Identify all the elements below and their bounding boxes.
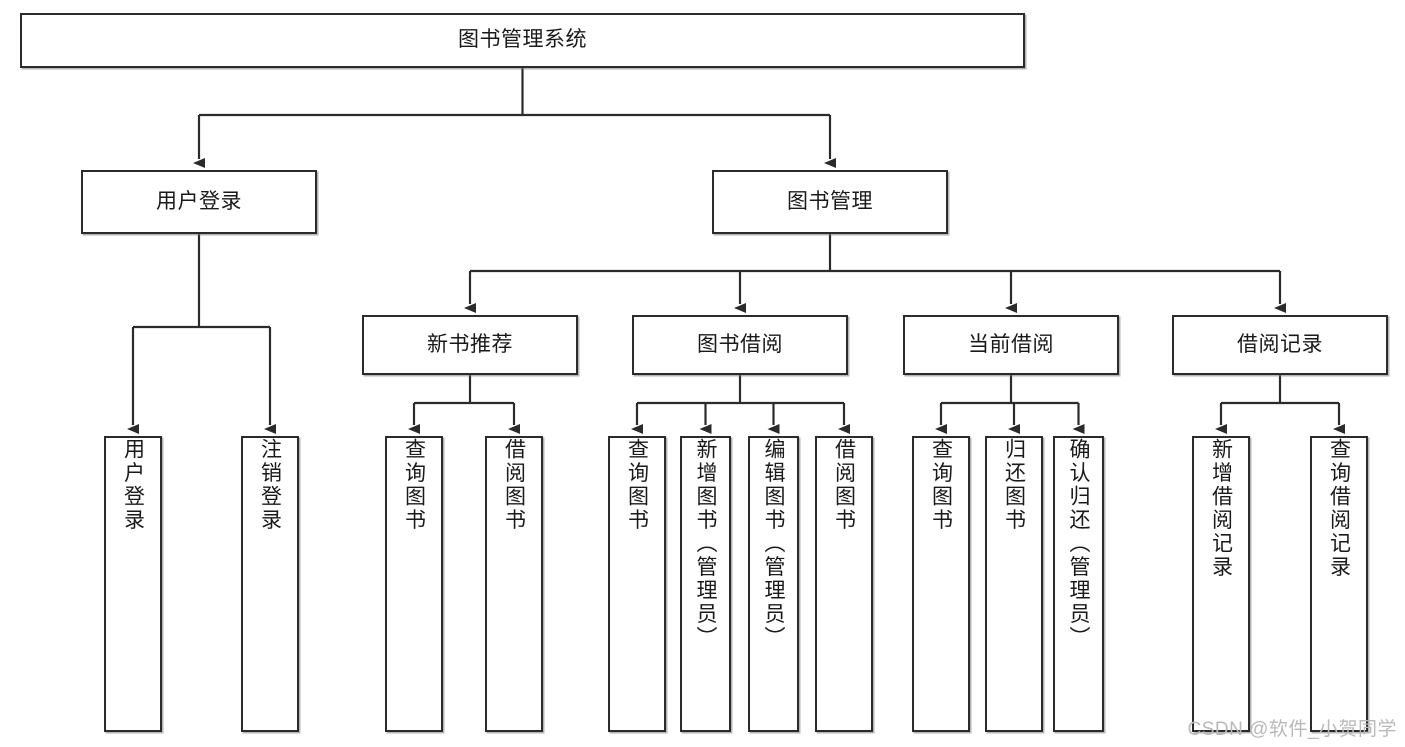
node-label: 用户登录 xyxy=(156,189,242,213)
node-label: 当前借阅 xyxy=(968,332,1054,356)
node-label: 查询图书 xyxy=(625,438,649,532)
node-label: 图书管理系统 xyxy=(458,28,587,52)
node-label: 图书借阅 xyxy=(697,332,783,356)
node-leaf-query-record[interactable]: 查询借阅记录 xyxy=(1310,436,1368,732)
node-new-book-recommend[interactable]: 新书推荐 xyxy=(362,315,578,375)
node-label: 用户登录 xyxy=(121,438,145,532)
node-label: 图书管理 xyxy=(787,189,873,213)
node-book-borrow[interactable]: 图书借阅 xyxy=(632,315,848,375)
node-root[interactable]: 图书管理系统 xyxy=(20,13,1025,68)
node-label: 借阅图书 xyxy=(832,438,856,532)
node-label: 查询图书 xyxy=(929,438,953,532)
node-leaf-return-book[interactable]: 归还图书 xyxy=(985,436,1043,732)
node-user-login[interactable]: 用户登录 xyxy=(81,170,317,234)
node-label: 注销登录 xyxy=(258,438,282,532)
node-leaf-query-book-1[interactable]: 查询图书 xyxy=(385,436,443,732)
node-leaf-user-logout[interactable]: 注销登录 xyxy=(241,436,299,732)
node-label: 借阅记录 xyxy=(1237,332,1323,356)
node-label: 新书推荐 xyxy=(427,332,513,356)
node-book-manage[interactable]: 图书管理 xyxy=(712,170,948,234)
node-current-borrow[interactable]: 当前借阅 xyxy=(903,315,1119,375)
node-label: 新增图书（管理员） xyxy=(694,438,717,650)
watermark-text: CSDN @软件_小贺同学 xyxy=(1187,719,1397,740)
node-leaf-add-book[interactable]: 新增图书（管理员） xyxy=(680,436,731,732)
node-leaf-borrow-book-1[interactable]: 借阅图书 xyxy=(485,436,543,732)
node-leaf-edit-book[interactable]: 编辑图书（管理员） xyxy=(748,436,799,732)
node-label: 新增借阅记录 xyxy=(1209,438,1233,579)
node-label: 查询图书 xyxy=(402,438,426,532)
node-label: 确认归还（管理员） xyxy=(1067,438,1090,650)
node-label: 归还图书 xyxy=(1002,438,1026,532)
node-leaf-borrow-book-2[interactable]: 借阅图书 xyxy=(815,436,873,732)
node-label: 编辑图书（管理员） xyxy=(762,438,785,650)
node-borrow-record[interactable]: 借阅记录 xyxy=(1172,315,1388,375)
node-leaf-query-book-2[interactable]: 查询图书 xyxy=(608,436,666,732)
node-leaf-add-record[interactable]: 新增借阅记录 xyxy=(1192,436,1250,732)
node-leaf-user-login[interactable]: 用户登录 xyxy=(104,436,162,732)
node-label: 查询借阅记录 xyxy=(1327,438,1351,579)
node-leaf-query-book-3[interactable]: 查询图书 xyxy=(912,436,970,732)
node-label: 借阅图书 xyxy=(502,438,526,532)
node-leaf-confirm-return[interactable]: 确认归还（管理员） xyxy=(1053,436,1104,732)
